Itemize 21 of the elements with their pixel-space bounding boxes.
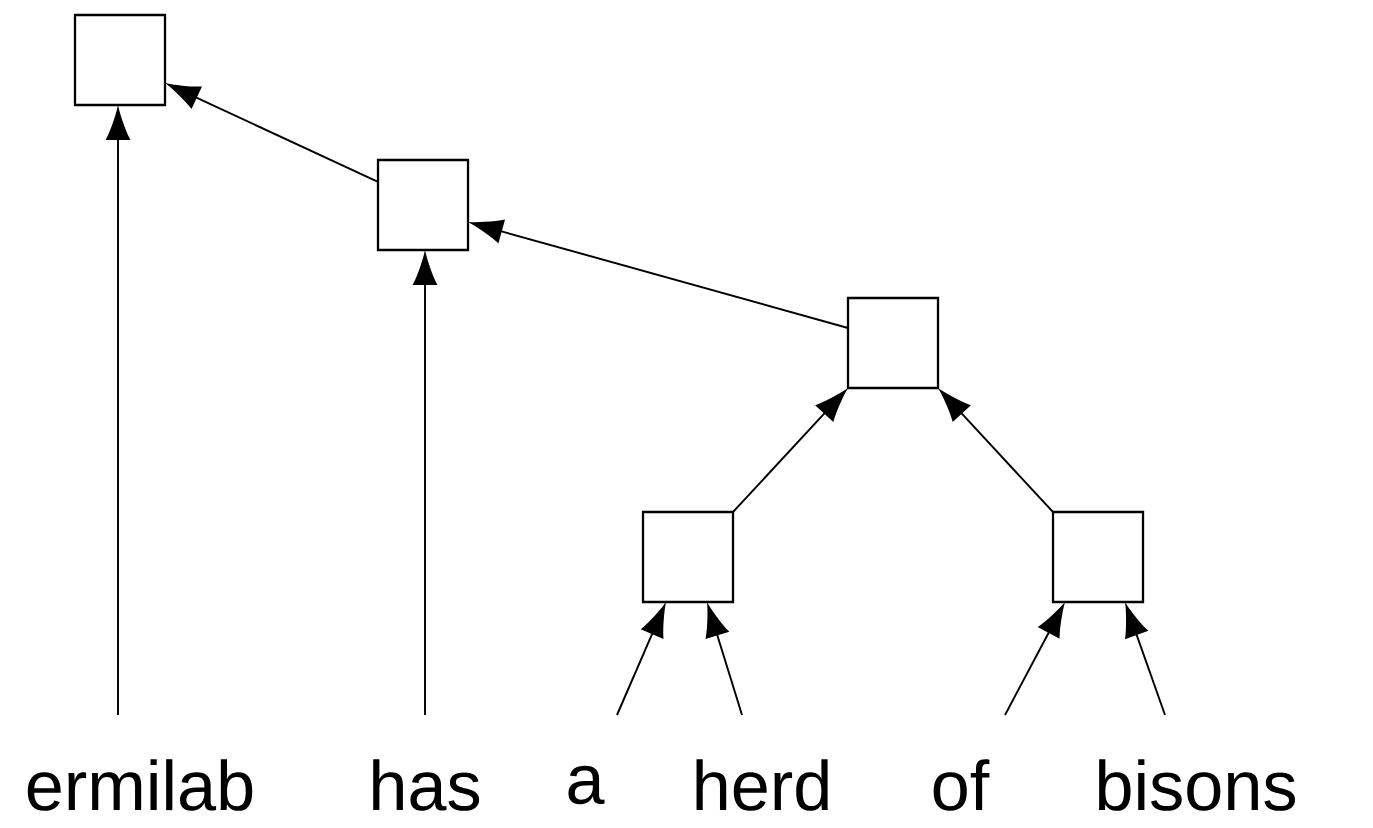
empty-box xyxy=(73,13,167,107)
word-label: a xyxy=(568,765,605,805)
word-label: has xyxy=(373,759,480,811)
word-label: herd xyxy=(696,759,828,811)
arrow xyxy=(1125,604,1166,716)
empty-box xyxy=(1051,510,1145,604)
arrow xyxy=(939,390,1054,513)
arrow xyxy=(1004,604,1065,716)
empty-box xyxy=(641,510,735,604)
arrow xyxy=(167,83,379,183)
arrow xyxy=(705,605,743,716)
arrow xyxy=(471,219,849,329)
arrow xyxy=(732,390,847,513)
arrow xyxy=(106,108,130,716)
word-label: ermilab xyxy=(27,759,253,811)
empty-box xyxy=(376,158,470,252)
empty-box xyxy=(846,296,940,390)
word-label: of xyxy=(933,759,990,811)
arrow xyxy=(616,604,666,716)
arrow xyxy=(413,253,437,716)
word-label: bisons xyxy=(1098,759,1295,811)
